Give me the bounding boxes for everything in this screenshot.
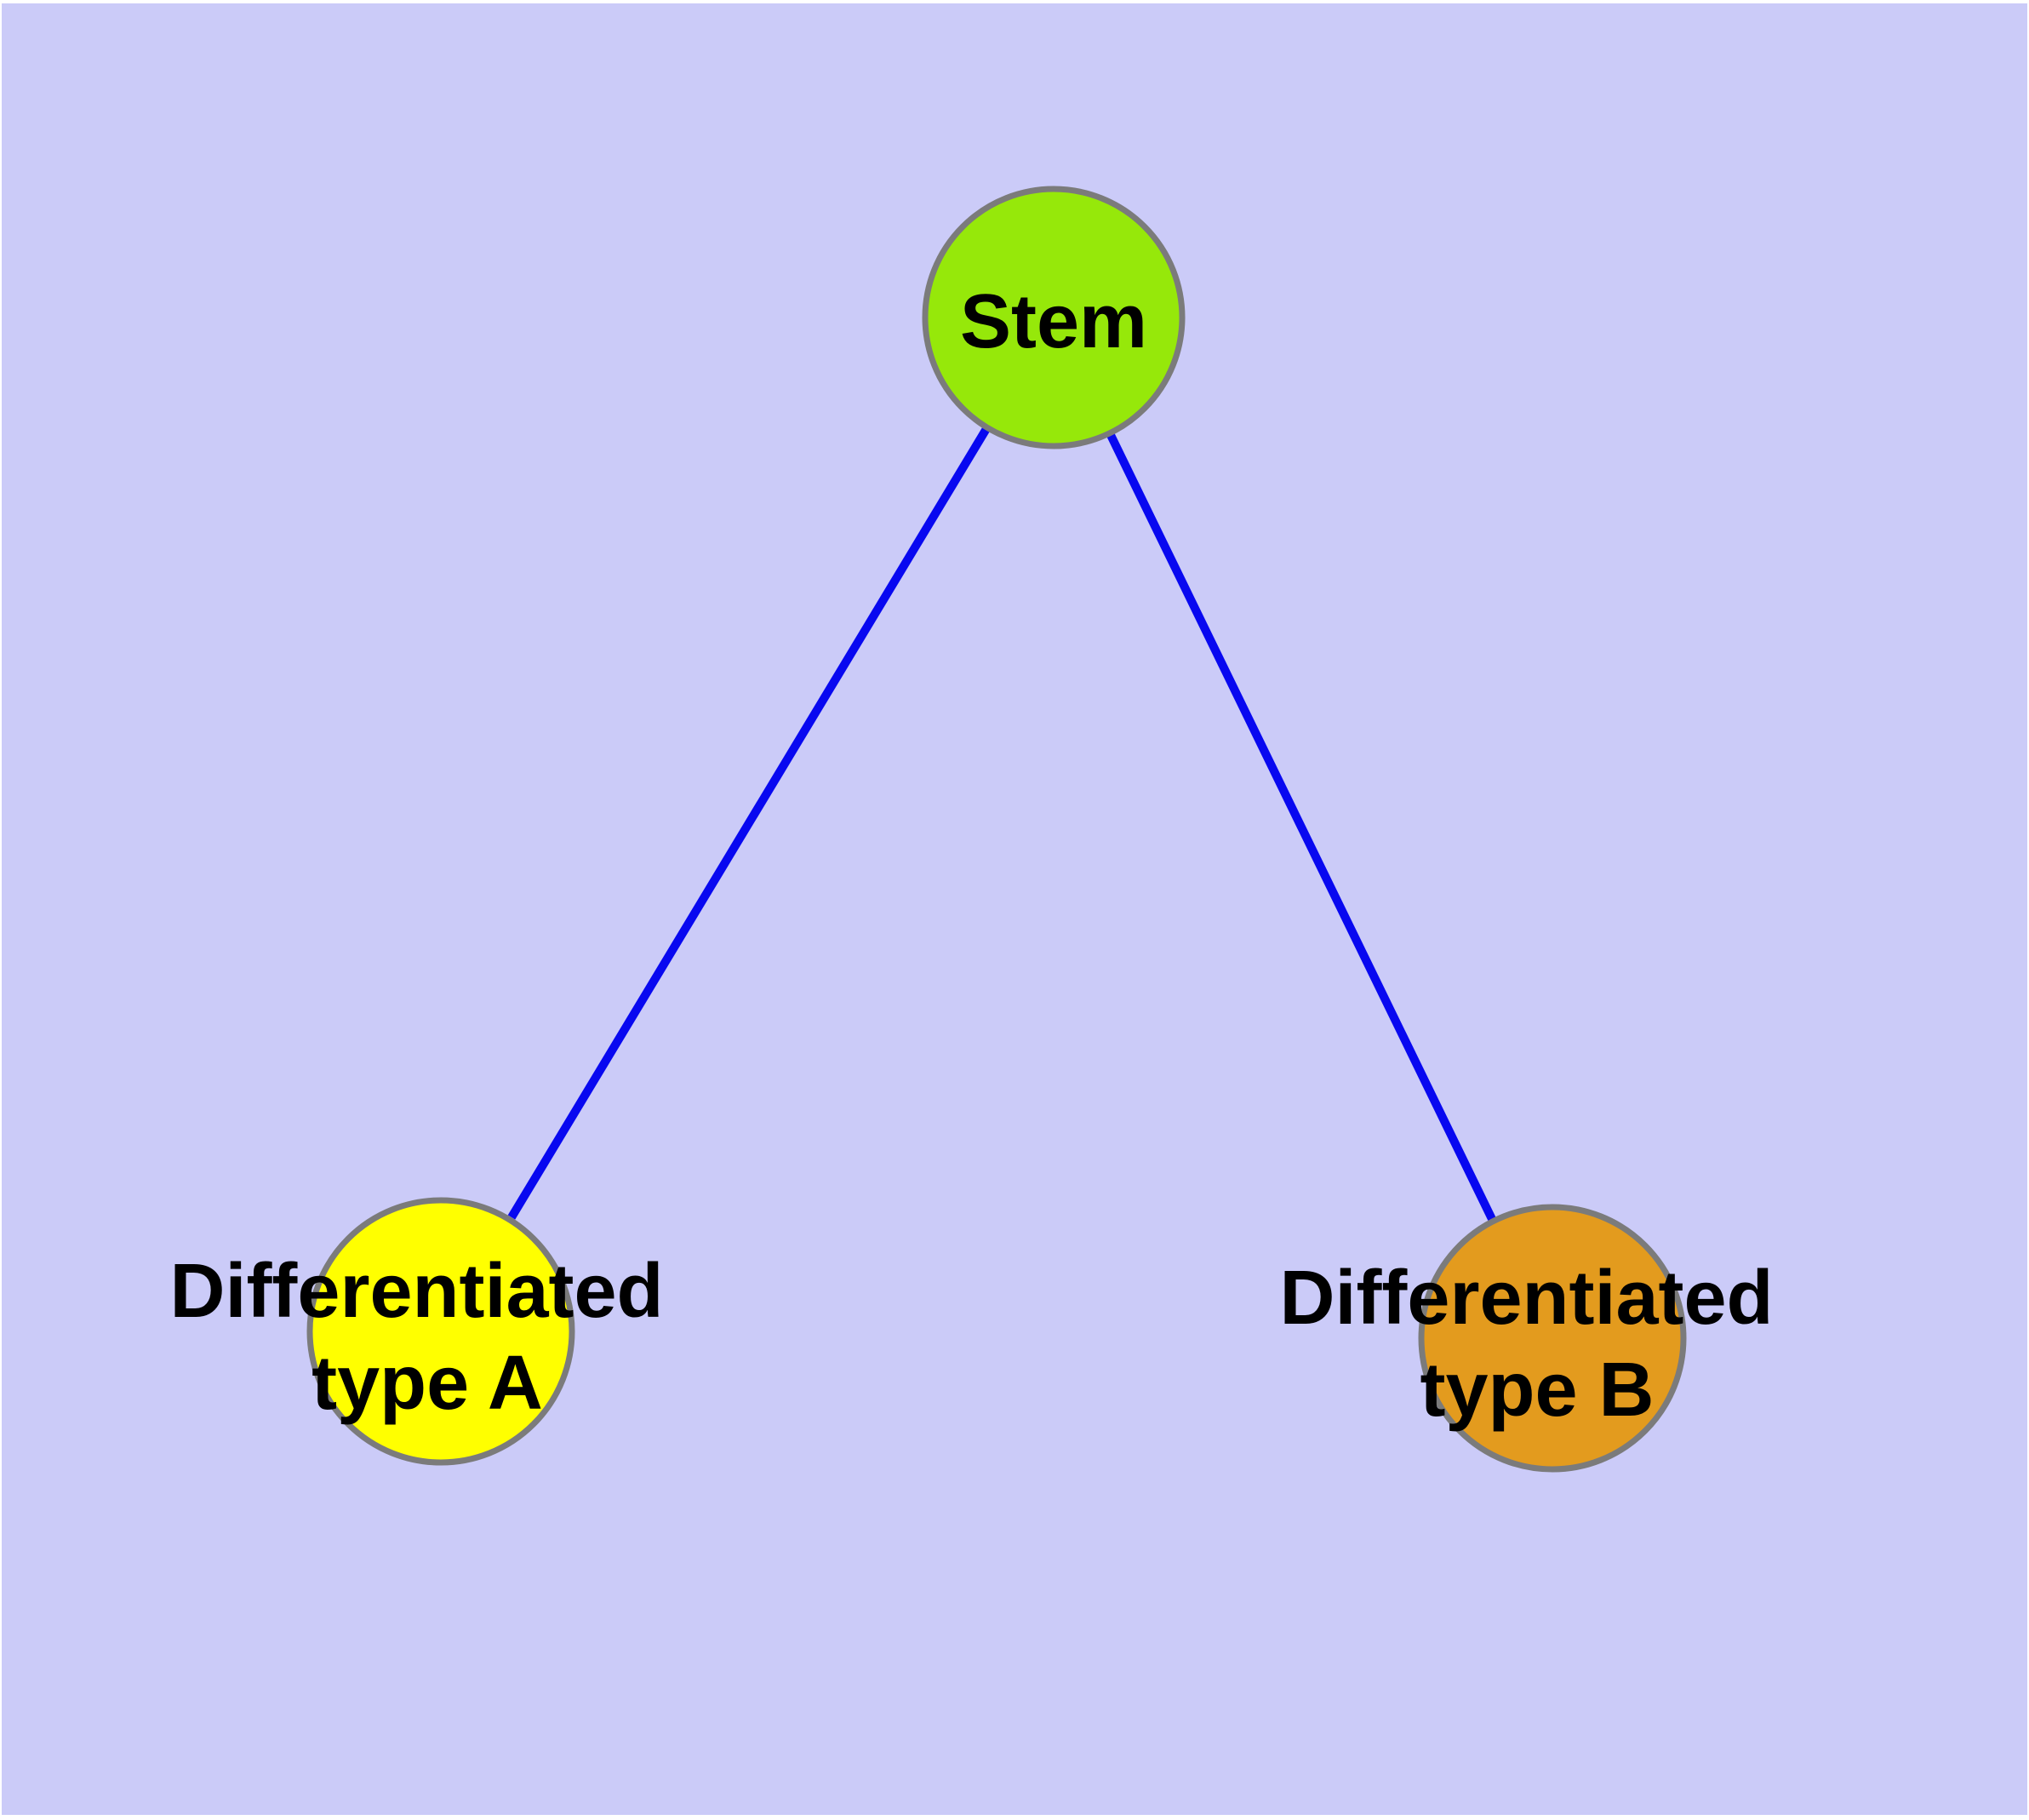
node-differentiated-type-a-label-line-1: Differentiated <box>169 1249 663 1334</box>
edge-stem-to-type-a <box>507 425 992 1220</box>
node-differentiated-type-a: Differentiated type A <box>169 1197 684 1466</box>
node-differentiated-type-b-label: Differentiated type B <box>1279 1256 1794 1433</box>
node-stem-label-line-1: Stem <box>960 279 1147 364</box>
edge-stem-to-type-b <box>1106 431 1496 1222</box>
node-stem-label: Stem <box>960 279 1147 364</box>
node-differentiated-type-a-label-line-2: type A <box>311 1341 543 1426</box>
node-differentiated-type-b-circle <box>1418 1204 1687 1473</box>
node-differentiated-type-a-circle <box>306 1197 575 1466</box>
node-differentiated-type-b-label-line-2: type B <box>1420 1348 1654 1433</box>
node-stem-circle <box>922 186 1186 449</box>
node-differentiated-type-b-label-line-1: Differentiated <box>1279 1256 1773 1341</box>
node-stem: Stem <box>922 186 1186 449</box>
node-differentiated-type-b: Differentiated type B <box>1279 1204 1794 1473</box>
node-differentiated-type-a-label: Differentiated type A <box>169 1249 684 1426</box>
